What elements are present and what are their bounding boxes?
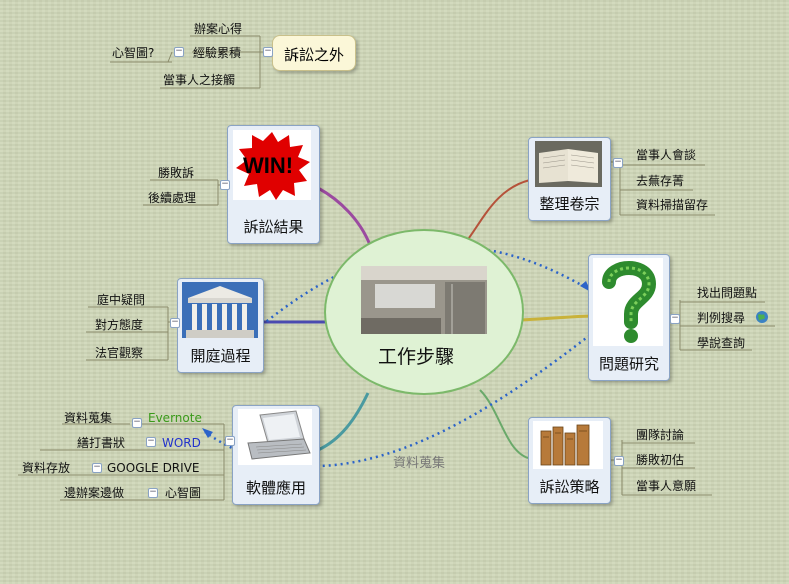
collapse-toggle[interactable]: − [614,455,624,466]
win-badge-text: WIN! [243,153,294,178]
subtopic: 學說查詢 [697,336,746,350]
courthouse-picture [182,282,258,338]
topic-litigation-strategy-label: 訴訟策略 [539,478,600,496]
center-label: 工作步驟 [378,346,455,368]
subtopic: 當事人之接觸 [163,73,236,87]
subtopic: 當事人會談 [636,148,697,162]
subtopic: 邊辦案邊做 [64,486,125,500]
subtopic: 心智圖? [112,46,155,60]
collapse-toggle[interactable]: − [220,179,230,190]
branch-to-software [317,392,370,452]
topic-beyond-litigation[interactable]: 訴訟之外 [272,35,356,71]
collapse-toggle[interactable]: − [225,435,235,446]
branch-to-research [519,314,593,322]
question-maze-picture [593,258,663,346]
collapse-toggle[interactable]: − [174,46,184,57]
center-photo [361,266,487,334]
topic-software-label: 軟體應用 [245,479,306,497]
branch-to-win [317,186,372,246]
subtopic: 辦案心得 [194,22,243,36]
topic-court-hearing-label: 開庭過程 [190,347,251,365]
app-evernote[interactable]: Evernote [148,411,202,425]
laptop-picture [238,409,312,465]
topic-litigation-result-label: 訴訟結果 [243,218,304,236]
collapse-toggle[interactable]: − [613,157,623,168]
subtopic: 去蕪存菁 [636,174,685,188]
subtopic: 後續處理 [148,191,197,205]
collapse-toggle[interactable]: − [146,436,156,447]
collapse-toggle[interactable]: − [170,317,180,328]
app-word[interactable]: WORD [162,436,201,450]
collapse-toggle[interactable]: − [670,313,680,324]
subtopic: 資料存放 [22,461,71,475]
subtopic: 當事人意願 [636,479,697,493]
subtopic: 勝敗初估 [636,453,685,467]
subtopic: 對方態度 [95,318,144,332]
globe-icon[interactable] [755,310,769,324]
topic-beyond-litigation-label: 訴訟之外 [283,46,344,64]
relation-label: 資料蒐集 [393,456,446,471]
collapse-toggle[interactable]: − [148,487,158,498]
topic-organize-files-label: 整理卷宗 [539,195,600,213]
win-badge-picture [233,130,311,200]
subtopic: 經驗累積 [193,46,242,60]
collapse-toggle[interactable]: − [263,46,273,57]
subtopic: 資料掃描留存 [636,198,709,212]
branch-to-strategy [479,389,529,459]
subtopic: 繕打書狀 [77,436,126,450]
subtopic: 資料蒐集 [64,411,113,425]
scroll-books-picture [533,421,603,469]
open-book-picture [535,141,602,187]
subtopic: 團隊討論 [636,428,685,442]
relation-arrowhead-evernote [202,428,213,438]
subtopic: 法官觀察 [95,346,144,360]
app-google-drive[interactable]: GOOGLE DRIVE [107,461,200,475]
subtopic: 庭中疑問 [97,293,146,307]
collapse-toggle[interactable]: − [92,462,102,473]
app-mindmap[interactable]: 心智圖 [165,486,202,500]
subtopic: 判例搜尋 [697,311,746,325]
collapse-toggle[interactable]: − [132,417,142,428]
subtopic: 勝敗訴 [158,166,195,180]
topic-issue-research-label: 問題研究 [598,355,659,373]
subtopic: 找出問題點 [697,286,758,300]
